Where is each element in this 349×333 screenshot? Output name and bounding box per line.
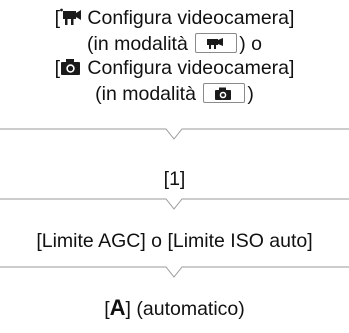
auto-letter: A (109, 295, 126, 320)
step-4-option: [A] (automatico) (104, 295, 245, 321)
movie-mode-button-icon (195, 33, 238, 53)
step-divider (0, 128, 349, 140)
movie-mode-line: (in modalità ) o (87, 33, 262, 55)
step-2-menu-item: [1] (163, 168, 186, 190)
movie-setup-line: [ Configura videocamera] (0, 6, 349, 32)
step-1-menu-selection: [ Configura videocamera] (in modalità ) … (0, 6, 349, 106)
movie-camera-icon (60, 8, 82, 32)
photo-mode-line: (in modalità ) (95, 83, 254, 105)
step-divider (0, 266, 349, 278)
step-3-setting-name: [Limite AGC] o [Limite ISO auto] (36, 230, 313, 252)
photo-setup-line: [ Configura videocamera] (0, 56, 349, 82)
step-divider (0, 198, 349, 210)
photo-camera-icon (60, 58, 82, 82)
photo-mode-button-icon (203, 83, 246, 103)
